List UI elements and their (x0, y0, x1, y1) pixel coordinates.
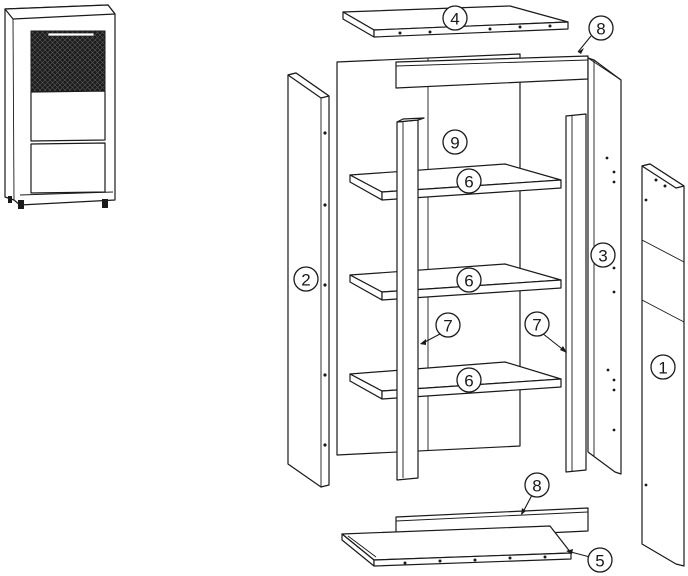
callout-6-lower: 6 (456, 367, 482, 393)
svg-text:5: 5 (595, 552, 604, 571)
callout-4: 4 (442, 5, 468, 31)
svg-text:8: 8 (596, 20, 605, 39)
svg-text:9: 9 (450, 134, 459, 153)
callout-5: 5 (587, 547, 613, 573)
svg-text:2: 2 (301, 271, 310, 290)
leader-lines (420, 35, 592, 558)
svg-text:6: 6 (464, 372, 473, 391)
svg-text:1: 1 (658, 359, 667, 378)
svg-text:6: 6 (464, 272, 473, 291)
back-panel (336, 53, 521, 456)
callout-7-left: 7 (435, 312, 461, 338)
top-rail (395, 55, 589, 89)
left-vertical-strip (396, 117, 425, 481)
bottom-panel (341, 525, 572, 567)
callout-8-top: 8 (588, 15, 614, 41)
callout-8-bottom: 8 (524, 472, 550, 498)
assembled-cabinet-preview (4, 4, 116, 209)
callout-2: 2 (293, 266, 319, 292)
callout-9: 9 (442, 129, 468, 155)
svg-text:8: 8 (532, 477, 541, 496)
callout-1: 1 (650, 354, 676, 380)
svg-text:7: 7 (532, 316, 541, 335)
callout-7-right: 7 (524, 311, 550, 337)
svg-text:4: 4 (450, 10, 459, 29)
svg-text:7: 7 (443, 317, 452, 336)
svg-text:6: 6 (464, 173, 473, 192)
svg-text:3: 3 (598, 247, 607, 266)
callout-6-upper: 6 (456, 168, 482, 194)
right-vertical-strip (565, 113, 587, 473)
callout-3: 3 (590, 242, 616, 268)
callout-6-middle: 6 (456, 267, 482, 293)
